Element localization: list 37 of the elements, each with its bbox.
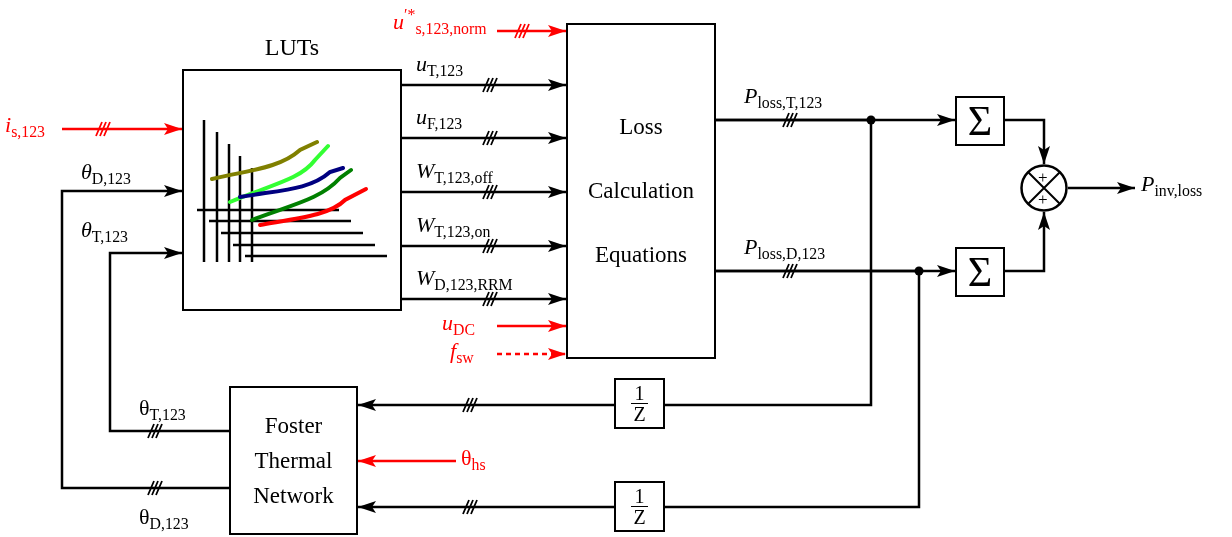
delay-box	[614, 378, 665, 429]
arrow	[1068, 182, 1135, 194]
block-label: Loss Calculation Equations	[587, 113, 695, 269]
block-label: Foster Thermal Network	[252, 412, 335, 510]
arrow	[62, 123, 182, 135]
plus-sign: +	[1038, 191, 1048, 208]
arrow	[497, 25, 566, 37]
arrow	[358, 399, 614, 411]
delay-box	[614, 481, 665, 532]
process-box	[229, 386, 358, 535]
arrow	[1005, 118, 1050, 164]
sigma-symbol: Σ	[967, 251, 993, 293]
plus-sign: +	[1038, 169, 1048, 186]
fraction-denominator: Z	[631, 403, 648, 424]
arrow	[358, 501, 614, 513]
fraction-denominator: Z	[631, 506, 648, 527]
arrow	[1005, 212, 1050, 273]
arrow	[402, 132, 566, 144]
summation-box	[955, 96, 1005, 146]
sigma-symbol: Σ	[967, 100, 993, 142]
signal-line	[665, 118, 873, 407]
fraction-numerator: 1	[633, 486, 646, 506]
arrow	[358, 455, 456, 467]
summing-junction	[1020, 164, 1068, 212]
arrow	[497, 320, 566, 332]
arrow	[402, 240, 566, 252]
arrow	[402, 293, 566, 305]
signal-line	[665, 269, 921, 509]
arrow	[497, 348, 566, 360]
fraction-numerator: 1	[633, 383, 646, 403]
arrow	[402, 79, 566, 91]
arrow	[402, 186, 566, 198]
arrow	[108, 247, 229, 433]
summation-box	[955, 247, 1005, 297]
arrow	[60, 185, 229, 490]
process-box	[566, 23, 716, 359]
block-heading: LUTs	[263, 35, 321, 59]
